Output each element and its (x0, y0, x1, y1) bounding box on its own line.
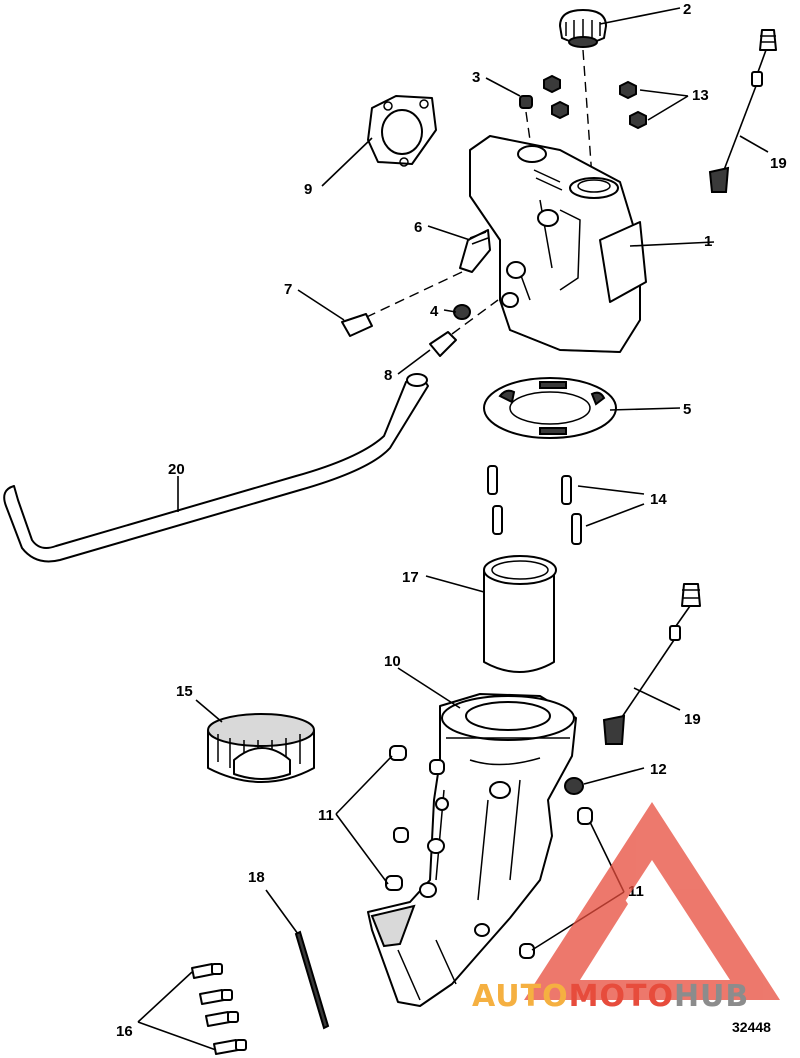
part-sensor-lower (602, 583, 701, 745)
callout-10: 10 (384, 653, 401, 670)
callout-5: 5 (683, 401, 691, 418)
part-bolts (191, 963, 247, 1055)
dash-elbow-to-housing (451, 299, 499, 335)
part-sensor-upper (708, 29, 777, 193)
part-upper-housing (469, 135, 647, 353)
watermark-logo (524, 802, 780, 1000)
watermark-text-auto: AUTO (472, 979, 569, 1014)
callout-19-upper: 19 (770, 155, 787, 172)
part-small-fitting (519, 95, 533, 109)
callout-20: 20 (168, 461, 185, 478)
callout-9: 9 (304, 181, 312, 198)
part-elbow-fitting (459, 229, 491, 273)
callout-6: 6 (414, 219, 422, 236)
callout-16: 16 (116, 1023, 133, 1040)
part-lower-plug (564, 777, 584, 795)
part-hose-elbow (429, 331, 457, 357)
callout-12: 12 (650, 761, 667, 778)
callout-4: 4 (430, 303, 439, 320)
callout-8: 8 (384, 367, 392, 384)
callout-2: 2 (683, 1, 691, 18)
part-plug (453, 304, 471, 320)
part-water-hose (3, 373, 429, 563)
callout-11-left: 11 (318, 807, 334, 824)
callout-13: 13 (692, 87, 709, 104)
figure-number: 32448 (732, 1019, 771, 1035)
part-bushings (385, 745, 593, 959)
callout-19-lower: 19 (684, 711, 701, 728)
dash-cap-to-housing (582, 49, 593, 179)
callout-7: 7 (284, 281, 292, 298)
callout-17: 17 (402, 569, 419, 586)
callout-1: 1 (704, 233, 712, 250)
part-flange-gasket (367, 95, 437, 167)
part-filler-cap (559, 9, 607, 48)
part-lower-housing (367, 693, 577, 1007)
part-anode-strip (294, 930, 330, 1030)
dash-elbow-to-hose-end (355, 271, 463, 323)
part-nuts (543, 74, 647, 130)
part-hose-end (341, 313, 373, 337)
callout-14: 14 (650, 491, 667, 508)
part-dowel-pins (487, 465, 582, 545)
part-exhaust-gasket (483, 377, 617, 439)
callout-15: 15 (176, 683, 193, 700)
dash-fitting (525, 111, 531, 141)
callout-3: 3 (472, 69, 480, 86)
callout-18: 18 (248, 869, 265, 886)
callout-labels: 1 2 3 4 5 6 7 8 9 10 11 11 12 13 14 15 1… (116, 1, 787, 1040)
watermark-text: AUTOMOTOHUB (472, 979, 749, 1014)
watermark-text-moto: MOTO (569, 979, 674, 1014)
part-exhaust-sleeve (483, 555, 557, 673)
watermark-text-hub: HUB (674, 979, 749, 1014)
part-inner-sleeve (207, 713, 315, 783)
